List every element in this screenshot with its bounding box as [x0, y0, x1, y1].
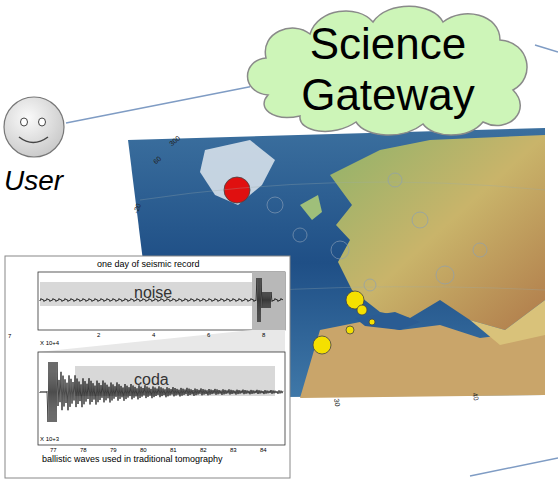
mediterranean: [355, 312, 420, 330]
plot-frame: [38, 272, 285, 330]
axis-exponent: X 10+3: [40, 436, 59, 442]
band-label: noise: [134, 285, 172, 301]
axis-exponent: X 10+4: [40, 340, 59, 346]
tick-label: 83: [230, 447, 237, 453]
tick-label: 82: [200, 447, 207, 453]
europe-land: [330, 135, 545, 330]
outgoing-line: [535, 45, 558, 52]
tick-label: 6: [207, 332, 210, 338]
cloud-title: Science Gateway: [288, 19, 488, 120]
tick-label: 78: [80, 447, 87, 453]
gateway-cloud: Science Gateway: [238, 0, 538, 140]
connector-line: [66, 87, 250, 123]
plot-note: ballistic waves used in traditional tomo…: [42, 455, 223, 464]
user-label: User: [4, 165, 63, 197]
tick-label: 80: [140, 447, 147, 453]
outgoing-line: [470, 458, 558, 476]
zoom-wedge: [38, 330, 285, 352]
smiley-face: [2, 95, 70, 161]
map-coordinate: 30: [333, 398, 341, 407]
tick-label: 77: [50, 447, 57, 453]
tick-label: 79: [110, 447, 117, 453]
tick-label: 2: [97, 332, 100, 338]
band-label: coda: [134, 372, 169, 388]
tick-label: 81: [170, 447, 177, 453]
greenland: [200, 140, 275, 205]
tick-label: 4: [152, 332, 155, 338]
tick-label: 8: [262, 332, 265, 338]
seismic-trace: [40, 278, 283, 322]
tick-label: 7: [8, 333, 11, 339]
inset-panel: [5, 256, 290, 478]
noise-band: [40, 282, 252, 306]
seismic-trace: [40, 362, 283, 422]
tick-label: 84: [260, 447, 267, 453]
user-icon: User: [2, 95, 70, 203]
arabia-land: [470, 300, 545, 345]
iceland: [300, 195, 322, 220]
plot-frame: [38, 352, 285, 445]
plot-title: one day of seismic record: [97, 260, 200, 269]
